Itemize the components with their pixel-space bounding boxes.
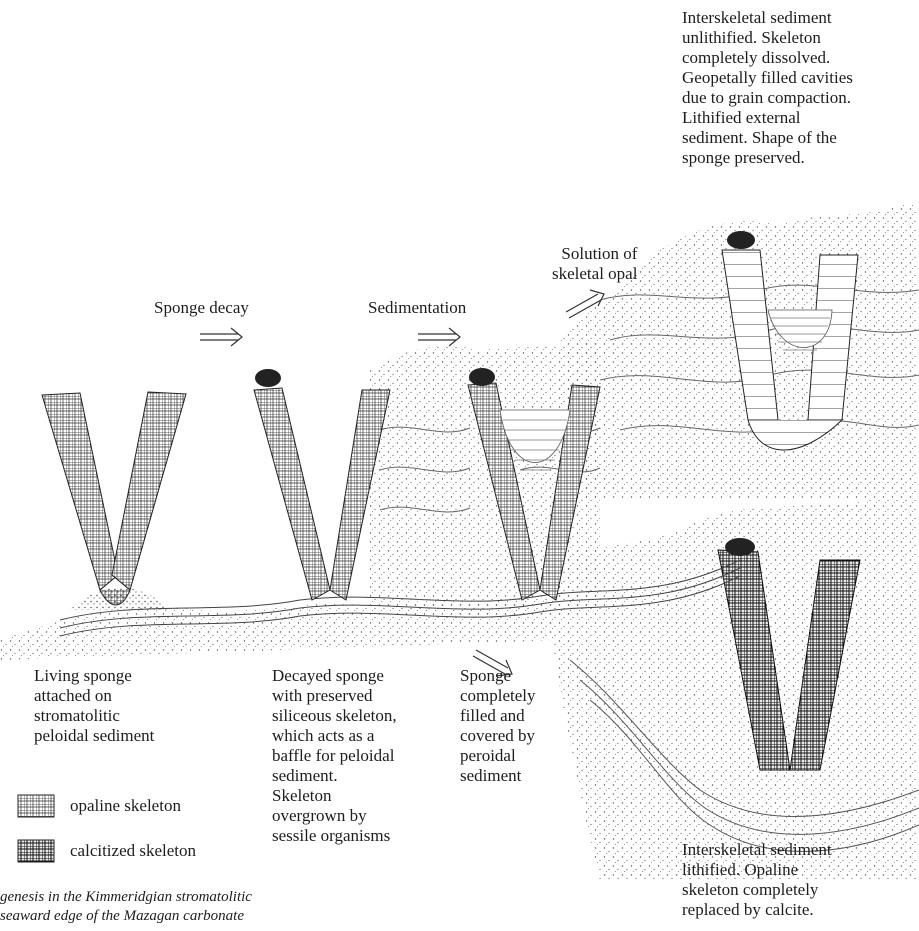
arrow-sedimentation [418,328,460,346]
opaline-legend-swatch [18,795,54,817]
label-living: Living sponge attached on stromatolitic … [34,666,154,746]
decayed-sponge-left-arm [254,388,330,600]
living-sponge-right-arm [112,392,186,590]
label-decayed: Decayed sponge with preserved siliceous … [272,666,397,846]
calcitized-legend-swatch [18,840,54,862]
label-sponge-decay: Sponge decay [154,298,249,318]
label-sedimentation: Sedimentation [368,298,466,318]
label-bottom-right: Interskeletal sediment lithified. Opalin… [682,840,832,920]
label-filled: Sponge completely filled and covered by … [460,666,536,786]
legend-opaline-label: opaline skeleton [70,796,181,816]
decayed-tissue-top [727,231,755,249]
living-sponge-left-arm [42,393,118,590]
label-top-right: Interskeletal sediment unlithified. Skel… [682,8,853,168]
arrow-decay [200,328,242,346]
figure-caption: genesis in the Kimmeridgian stromatoliti… [0,888,252,926]
legend-calcitized-label: calcitized skeleton [70,841,196,861]
label-solution: Solution of skeletal opal [552,244,637,284]
